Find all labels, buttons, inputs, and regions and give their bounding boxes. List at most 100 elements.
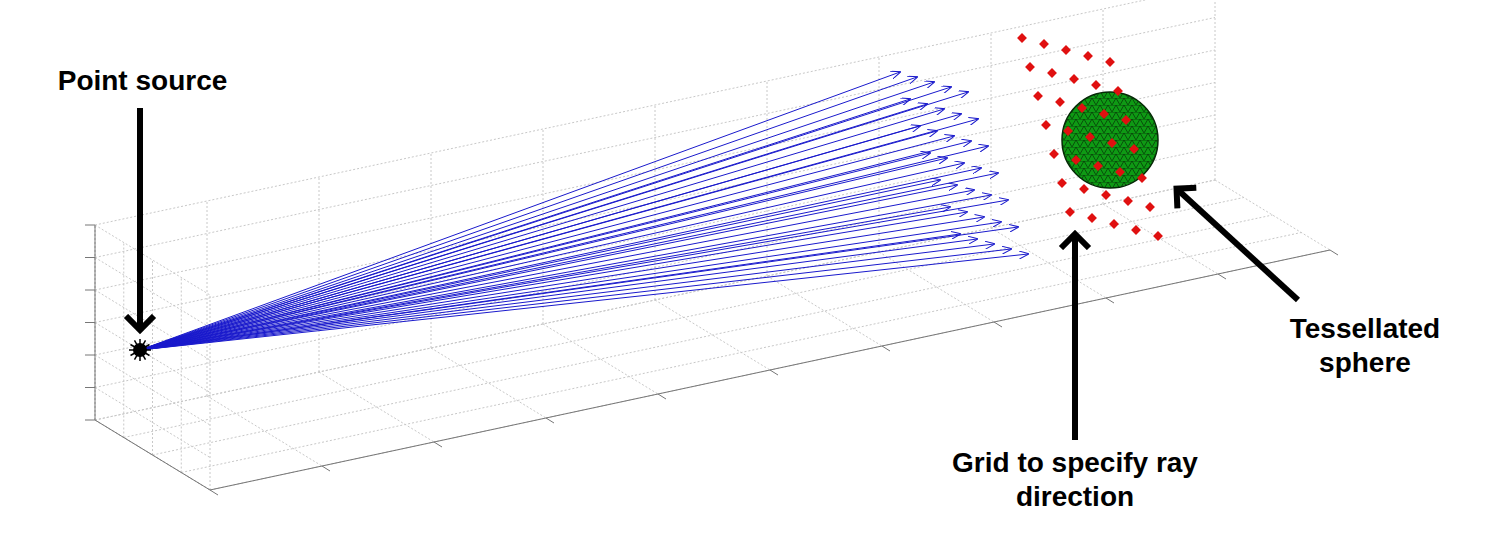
- grid-dot: [1033, 91, 1043, 101]
- grid-dot: [1041, 120, 1051, 130]
- ray: [140, 126, 920, 350]
- axis-tick: [85, 322, 95, 323]
- callout-label: Grid to specify ray direction: [900, 446, 1250, 514]
- ray: [140, 87, 951, 350]
- axis-tick: [658, 394, 666, 399]
- grid-dot: [1057, 178, 1067, 188]
- grid-line: [543, 324, 658, 394]
- grid-line: [95, 388, 210, 458]
- axis-tick: [434, 442, 442, 447]
- grid-dot: [1145, 202, 1155, 212]
- tessellated-sphere: [1062, 92, 1158, 188]
- point-source-spikes: [129, 339, 151, 361]
- grid-line: [207, 396, 322, 466]
- grid-dot: [1083, 51, 1093, 61]
- grid-line: [95, 225, 210, 295]
- callout-label: Point source: [10, 64, 275, 98]
- ray: [140, 217, 984, 350]
- grid-line: [767, 276, 882, 346]
- axis-tick: [85, 355, 95, 356]
- axis-tick: [85, 257, 95, 258]
- grid-line: [181, 233, 1301, 473]
- grid-dot: [1061, 45, 1071, 55]
- ray: [140, 190, 974, 350]
- axis-tick: [882, 346, 890, 351]
- grid-line: [95, 290, 210, 360]
- ray: [140, 82, 934, 350]
- ray: [140, 254, 1028, 350]
- grid-dot: [1077, 103, 1087, 113]
- ray: [140, 146, 988, 350]
- axis-tick: [210, 490, 218, 495]
- grid-line: [95, 258, 210, 328]
- source-spike: [140, 345, 150, 351]
- ray: [140, 163, 964, 350]
- axis-tick: [85, 225, 95, 226]
- axis-tick: [85, 420, 95, 421]
- axis-tick: [1330, 250, 1338, 255]
- ray: [140, 227, 1018, 350]
- ray: [140, 180, 940, 350]
- grid-line: [95, 115, 1215, 355]
- grid-line: [207, 201, 208, 396]
- ray: [140, 141, 971, 350]
- grid-dot: [1025, 62, 1035, 72]
- grid-dot: [1109, 219, 1119, 229]
- grid-dot: [1079, 184, 1089, 194]
- axis-tick: [770, 370, 778, 375]
- grid-dot: [1039, 39, 1049, 49]
- ray: [140, 72, 900, 350]
- grid-dot: [1069, 74, 1079, 84]
- grid-line: [1215, 0, 1216, 180]
- grid-line: [152, 260, 153, 455]
- ray: [140, 136, 954, 350]
- grid-dot: [1049, 149, 1059, 159]
- callout-label: Tessellated sphere: [1255, 312, 1475, 380]
- axis-tick: [994, 322, 1002, 327]
- grid-dot: [1047, 68, 1057, 78]
- axis-line: [95, 420, 210, 490]
- grid-dot: [1115, 167, 1125, 177]
- grid-dot: [1091, 80, 1101, 90]
- grid-dot: [1137, 173, 1147, 183]
- grid-line: [767, 81, 768, 276]
- axis-tick: [1218, 274, 1226, 279]
- grid-dot: [1099, 109, 1109, 119]
- ray: [140, 249, 1011, 350]
- direction-grid: [1017, 33, 1163, 241]
- grid-line: [95, 180, 1215, 420]
- grid-line: [95, 180, 1215, 420]
- grid-line: [95, 50, 1215, 290]
- grid-dot: [1055, 97, 1065, 107]
- ray: [140, 104, 927, 350]
- grid-dot: [1123, 196, 1133, 206]
- source-spike: [135, 340, 141, 350]
- grid-line: [95, 420, 210, 490]
- ray: [140, 212, 967, 350]
- grid-dot: [1113, 86, 1123, 96]
- ray: [140, 153, 930, 350]
- grid-dot: [1017, 33, 1027, 43]
- ray: [140, 185, 957, 350]
- ray: [140, 119, 978, 350]
- leader-arrow: [1072, 236, 1078, 440]
- grid-line: [431, 348, 546, 418]
- grid-dot: [1131, 225, 1141, 235]
- ray-bundle: [140, 72, 1028, 350]
- grid-dot: [1105, 57, 1115, 67]
- ray: [140, 195, 991, 350]
- grid-dot: [1085, 132, 1095, 142]
- grid-dot: [1101, 190, 1111, 200]
- grid-dot: [1129, 144, 1139, 154]
- source-spike: [140, 350, 146, 360]
- axis-grid: [95, 0, 1330, 490]
- grid-dot: [1065, 207, 1075, 217]
- grid-dot: [1087, 213, 1097, 223]
- ray: [140, 131, 937, 350]
- ray: [140, 200, 1008, 350]
- axis-tick: [322, 466, 330, 471]
- axis-tick: [85, 290, 95, 291]
- source-spike: [130, 350, 140, 356]
- leader-arrow: [1178, 190, 1298, 300]
- ray: [140, 207, 950, 350]
